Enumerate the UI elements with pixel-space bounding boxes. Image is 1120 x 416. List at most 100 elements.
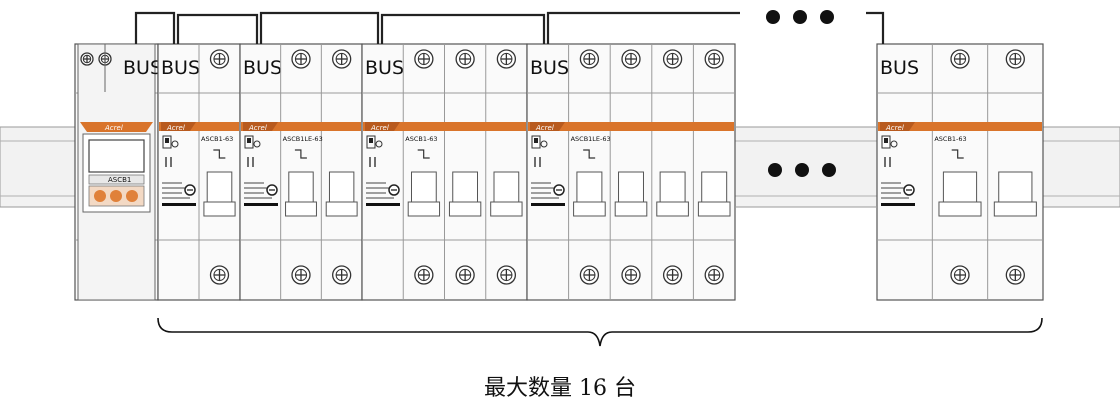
model-label: ASCB1LE-63: [283, 135, 323, 143]
master-brand-stripe: [80, 122, 153, 132]
toggle-icon: [881, 135, 891, 149]
terminal-window: [659, 171, 686, 203]
brand-stripe: [241, 122, 361, 131]
terminal-screw-icon: [704, 265, 724, 285]
more-modules-ellipsis-top: [766, 10, 834, 24]
terminal-window: [493, 171, 520, 203]
terminal-screw-icon: [621, 49, 641, 69]
toggle-icon: [366, 135, 376, 149]
indicator-icon: [540, 140, 548, 148]
brand-label: Acrel: [248, 124, 267, 132]
terminal-slot: [407, 201, 441, 217]
terminal-slot: [614, 201, 648, 217]
symbol-icon: [294, 149, 307, 159]
more-modules-ellipsis-middle: [768, 163, 836, 177]
terminal-window: [618, 171, 644, 203]
terminal-slot: [573, 201, 606, 217]
terminal-screw-icon: [209, 49, 230, 69]
symbol-icon: [213, 149, 226, 159]
symbol-icon: [417, 149, 430, 159]
ellipsis-dot: [795, 163, 809, 177]
brand-stripe: [878, 122, 1042, 131]
terminal-screw-icon: [1005, 265, 1025, 285]
terminal-screw-icon: [579, 265, 600, 285]
toggle-icon: [162, 135, 172, 149]
terminal-screw-icon: [80, 52, 94, 66]
indicator-icon: [890, 140, 898, 148]
terminal-screw-icon: [455, 265, 475, 285]
range-brace: [157, 317, 1043, 347]
terminal-screw-icon: [1005, 49, 1025, 69]
terminal-window: [206, 171, 233, 203]
brand-label: Acrel: [885, 124, 904, 132]
terminal-slot: [490, 201, 523, 217]
bus-wire: [380, 13, 546, 44]
terminal-screw-icon: [950, 265, 970, 285]
terminal-screw-icon: [291, 265, 311, 285]
indicator-icon: [253, 140, 261, 148]
spec-bar: [366, 203, 400, 206]
terminal-slot: [203, 201, 236, 217]
brand-label: Acrel: [104, 124, 123, 132]
bus-wire: [176, 13, 259, 44]
terminal-screw-icon: [291, 49, 311, 69]
terminal-screw-icon: [579, 49, 600, 69]
brand-stripe: [528, 122, 734, 131]
terminal-slot: [656, 201, 689, 217]
bus-wire: [259, 11, 380, 44]
terminal-screw-icon: [621, 265, 641, 285]
terminal-screw-icon: [332, 49, 352, 69]
terminal-window: [411, 171, 437, 203]
brand-stripe: [363, 122, 526, 131]
terminal-window: [452, 171, 478, 203]
bus-wire: [866, 11, 885, 44]
bus-wiring: [134, 11, 885, 44]
terminal-screw-icon: [414, 265, 434, 285]
bus-label: BUS: [880, 57, 919, 79]
terminal-screw-icon: [496, 265, 517, 285]
bus-label: BUS: [161, 57, 200, 79]
terminal-window: [701, 171, 728, 203]
spec-bar: [531, 203, 565, 206]
display-screen: [88, 139, 145, 173]
terminal-screw-icon: [414, 49, 434, 69]
terminal-window: [328, 171, 355, 203]
terminal-slot: [938, 201, 982, 217]
terminal-slot: [448, 201, 482, 217]
spec-bar: [244, 203, 278, 206]
down-button-icon: [126, 190, 138, 202]
bus-label: BUS: [123, 57, 162, 79]
menu-button-icon: [94, 190, 106, 202]
terminal-screw-icon: [662, 265, 683, 285]
terminal-window: [576, 171, 603, 203]
terminal-slot: [993, 201, 1037, 217]
ellipsis-dot: [793, 10, 807, 24]
caption-max-quantity: 最大数量 16 台: [484, 376, 636, 401]
spec-bar: [881, 203, 915, 206]
spec-bar: [162, 203, 196, 206]
terminal-window: [998, 171, 1033, 203]
up-button-icon: [110, 190, 122, 202]
ellipsis-dot: [820, 10, 834, 24]
terminal-window: [288, 171, 314, 203]
model-label: ASCB1LE-63: [571, 135, 611, 143]
model-label: ASCB1-63: [934, 135, 966, 143]
terminal-window: [942, 171, 978, 203]
terminal-screw-icon: [332, 265, 352, 285]
model-label: ASCB1: [108, 176, 131, 184]
indicator-icon: [171, 140, 179, 148]
ellipsis-dot: [822, 163, 836, 177]
symbol-icon: [583, 149, 596, 159]
terminal-screw-icon: [950, 49, 970, 69]
terminal-screw-icon: [455, 49, 475, 69]
brand-label: Acrel: [535, 124, 554, 132]
terminal-slot: [697, 201, 731, 217]
